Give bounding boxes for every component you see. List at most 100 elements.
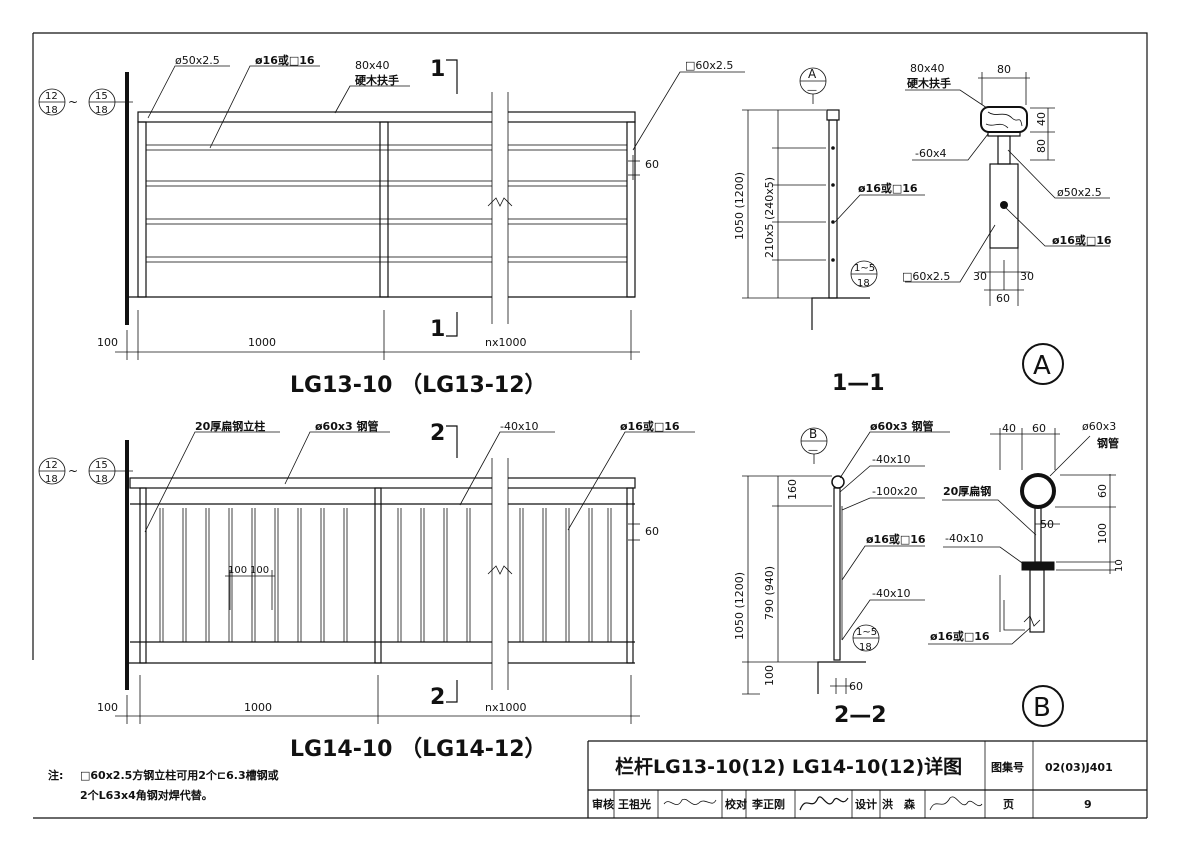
svg-text:15: 15 bbox=[95, 91, 108, 102]
signature-reviewer bbox=[663, 798, 717, 805]
svg-text:-100x20: -100x20 bbox=[872, 485, 917, 498]
svg-text:12: 12 bbox=[45, 91, 58, 102]
svg-text:-40x10: -40x10 bbox=[872, 453, 910, 466]
svg-text:1000: 1000 bbox=[248, 336, 276, 349]
elevation-lg14: 12 18 ~ 15 18 bbox=[38, 419, 695, 762]
svg-text:ø16或□16: ø16或□16 bbox=[930, 629, 990, 643]
svg-text:100: 100 bbox=[250, 565, 269, 576]
signature-checker bbox=[799, 796, 849, 811]
svg-text:50: 50 bbox=[1040, 518, 1054, 531]
post-mid bbox=[379, 121, 389, 298]
svg-text:~: ~ bbox=[68, 464, 78, 478]
svg-text:80x40: 80x40 bbox=[355, 59, 390, 72]
svg-text:ø60x3 钢管: ø60x3 钢管 bbox=[315, 419, 378, 433]
detail-callout: 12 18 ~ 15 18 bbox=[38, 457, 133, 485]
svg-text:nx1000: nx1000 bbox=[485, 701, 526, 714]
detail-b: 40 60 ø60x3 钢管 50 60 100 10 20厚扁钢 -40x10… bbox=[928, 420, 1125, 727]
svg-text:硬木扶手: 硬木扶手 bbox=[907, 76, 951, 90]
svg-text:-40x10: -40x10 bbox=[500, 420, 538, 433]
svg-text:1050 (1200): 1050 (1200) bbox=[733, 172, 746, 240]
svg-text:18: 18 bbox=[45, 105, 58, 116]
section-1-1: A — 1050 (1200) 210x5 (240x5) ø16或□16 1~… bbox=[733, 67, 925, 396]
svg-text:李正刚: 李正刚 bbox=[751, 797, 785, 811]
svg-text:ø50x2.5: ø50x2.5 bbox=[1057, 186, 1102, 199]
svg-text:页: 页 bbox=[1003, 798, 1014, 811]
svg-text:12: 12 bbox=[45, 460, 58, 471]
svg-text:60: 60 bbox=[645, 525, 659, 538]
svg-text:60: 60 bbox=[645, 158, 659, 171]
svg-text:80: 80 bbox=[1035, 139, 1048, 153]
svg-text:20厚扁钢立柱: 20厚扁钢立柱 bbox=[195, 419, 265, 433]
svg-text:9: 9 bbox=[1084, 798, 1092, 811]
svg-text:ø60x3: ø60x3 bbox=[1082, 420, 1116, 433]
svg-text:60: 60 bbox=[996, 292, 1010, 305]
elevation-lg13: 12 18 ~ 15 18 bbox=[38, 53, 745, 398]
detail-a: 80x40 硬木扶手 80 40 80 -60x4 ø50x2.5 ø16 bbox=[902, 62, 1112, 385]
svg-text:—: — bbox=[807, 85, 817, 96]
svg-text:ø16或□16: ø16或□16 bbox=[620, 419, 680, 433]
svg-text:60: 60 bbox=[849, 680, 863, 693]
svg-text:100: 100 bbox=[97, 336, 118, 349]
svg-text:20厚扁钢: 20厚扁钢 bbox=[943, 484, 991, 498]
svg-text:图集号: 图集号 bbox=[991, 760, 1024, 774]
svg-text:硬木扶手: 硬木扶手 bbox=[355, 73, 399, 87]
svg-text:LG13-10 （LG13-12）: LG13-10 （LG13-12） bbox=[290, 373, 547, 398]
svg-text:18: 18 bbox=[45, 474, 58, 485]
svg-text:ø16或□16: ø16或□16 bbox=[1052, 233, 1112, 247]
svg-text:A: A bbox=[1033, 351, 1051, 381]
svg-text:1: 1 bbox=[430, 317, 445, 342]
svg-text:1000: 1000 bbox=[244, 701, 272, 714]
svg-text:2—2: 2—2 bbox=[834, 703, 887, 728]
svg-text:1050 (1200): 1050 (1200) bbox=[733, 572, 746, 640]
svg-text:2: 2 bbox=[430, 685, 445, 710]
svg-text:100: 100 bbox=[1096, 523, 1109, 544]
svg-text:ø50x2.5: ø50x2.5 bbox=[175, 54, 220, 67]
svg-text:□60x2.5: □60x2.5 bbox=[685, 59, 733, 72]
svg-text:B: B bbox=[809, 427, 817, 441]
section-2-2: B — 160 1050 (1200) 790 (940) 100 60 ø60… bbox=[733, 419, 950, 728]
svg-text:40: 40 bbox=[1002, 422, 1016, 435]
svg-text:洪 森: 洪 森 bbox=[882, 797, 916, 811]
svg-text:160: 160 bbox=[786, 479, 799, 500]
svg-text:1—1: 1—1 bbox=[832, 371, 885, 396]
svg-text:15: 15 bbox=[95, 460, 108, 471]
signature-designer bbox=[929, 796, 983, 811]
svg-text:2个L63x4角钢对焊代替。: 2个L63x4角钢对焊代替。 bbox=[80, 788, 213, 802]
svg-text:790 (940): 790 (940) bbox=[763, 566, 776, 620]
svg-text:ø60x3 钢管: ø60x3 钢管 bbox=[870, 419, 933, 433]
svg-text:ø16或□16: ø16或□16 bbox=[866, 532, 926, 546]
svg-text:60: 60 bbox=[1032, 422, 1046, 435]
svg-text:□60x2.5: □60x2.5 bbox=[902, 270, 950, 283]
break-line bbox=[487, 92, 513, 324]
svg-text:30: 30 bbox=[1020, 270, 1034, 283]
svg-text:18: 18 bbox=[859, 642, 872, 653]
vertical-bars bbox=[159, 508, 612, 642]
break-line bbox=[487, 458, 513, 690]
svg-text:80x40: 80x40 bbox=[910, 62, 945, 75]
svg-text:2: 2 bbox=[430, 421, 445, 446]
svg-text:校对: 校对 bbox=[725, 797, 747, 811]
svg-text:100: 100 bbox=[763, 665, 776, 686]
svg-text:□60x2.5方钢立柱可用2个⊏6.3槽钢或: □60x2.5方钢立柱可用2个⊏6.3槽钢或 bbox=[80, 768, 279, 782]
svg-text:A: A bbox=[808, 67, 817, 81]
svg-text:设计: 设计 bbox=[855, 797, 877, 811]
svg-text:钢管: 钢管 bbox=[1097, 436, 1119, 450]
svg-text:B: B bbox=[1033, 693, 1051, 723]
svg-text:02(03)J401: 02(03)J401 bbox=[1045, 761, 1113, 774]
title-block: 栏杆LG13-10(12) LG14-10(12)详图 图集号 02(03)J4… bbox=[33, 740, 1147, 819]
svg-text:栏杆LG13-10(12) LG14-10(12)详图: 栏杆LG13-10(12) LG14-10(12)详图 bbox=[615, 755, 962, 778]
svg-text:nx1000: nx1000 bbox=[485, 336, 526, 349]
svg-text:30: 30 bbox=[973, 270, 987, 283]
svg-text:-40x10: -40x10 bbox=[945, 532, 983, 545]
svg-text:1~5: 1~5 bbox=[854, 263, 875, 274]
svg-text:ø16或□16: ø16或□16 bbox=[858, 181, 918, 195]
svg-text:10: 10 bbox=[1114, 559, 1125, 572]
svg-text:18: 18 bbox=[857, 278, 870, 289]
svg-text:40: 40 bbox=[1035, 112, 1048, 126]
svg-text:LG14-10 （LG14-12）: LG14-10 （LG14-12） bbox=[290, 737, 547, 762]
horizontal-bars bbox=[145, 144, 628, 263]
notes: 注: □60x2.5方钢立柱可用2个⊏6.3槽钢或 2个L63x4角钢对焊代替。 bbox=[48, 768, 279, 802]
svg-text:ø16或□16: ø16或□16 bbox=[255, 53, 315, 67]
sheet-border bbox=[32, 32, 1148, 818]
